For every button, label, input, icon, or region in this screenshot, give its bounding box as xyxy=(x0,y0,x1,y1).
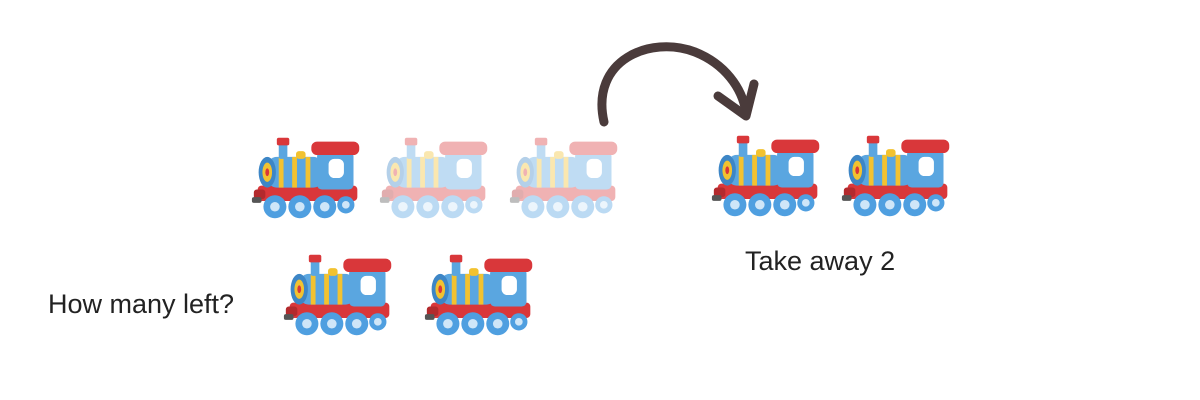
toy-train-icon-faded xyxy=(378,128,493,228)
toy-train-icon xyxy=(282,245,397,345)
take-away-label: Take away 2 xyxy=(745,246,896,276)
toy-train-icon xyxy=(250,128,365,228)
toy-train-icon xyxy=(840,126,955,226)
toy-train-icon xyxy=(423,245,538,345)
toy-train-icon-faded xyxy=(508,128,623,228)
toy-train-icon xyxy=(710,126,825,226)
question-label: How many left? xyxy=(48,289,235,319)
